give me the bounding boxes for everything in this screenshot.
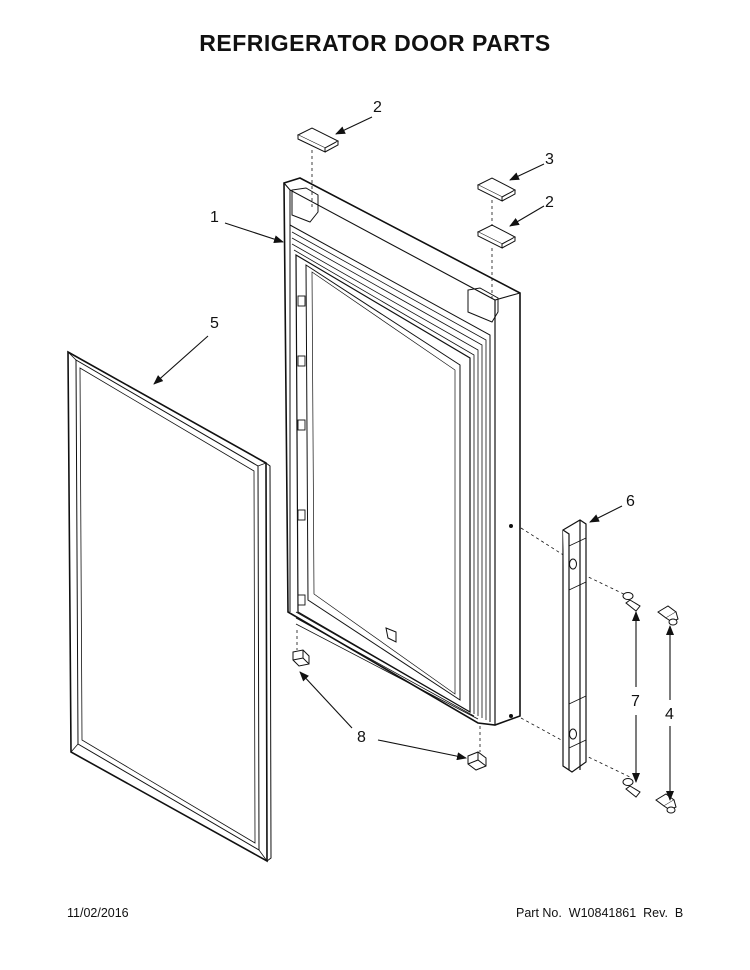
callout-3: 3 bbox=[545, 151, 554, 168]
arrow-2-left bbox=[335, 116, 373, 135]
arrow-3 bbox=[509, 163, 545, 181]
refrigerator-door-part bbox=[283, 177, 521, 726]
door-foot-right bbox=[467, 751, 487, 771]
arrow-5 bbox=[153, 335, 209, 385]
screw-part-4-upper bbox=[657, 605, 679, 626]
callout-5: 5 bbox=[210, 315, 219, 332]
screw-part-7-lower bbox=[622, 778, 641, 798]
screw-part-4-lower bbox=[655, 793, 677, 814]
assembly-guide-lines bbox=[296, 150, 633, 779]
callout-8: 8 bbox=[357, 729, 366, 746]
door-foot-left bbox=[292, 649, 310, 667]
arrow-2-right bbox=[509, 205, 545, 227]
callout-1: 1 bbox=[210, 209, 219, 226]
door-handle-part bbox=[562, 519, 587, 773]
hinge-cover-3 bbox=[476, 177, 517, 202]
arrow-1 bbox=[224, 222, 284, 243]
callout-2-right: 2 bbox=[545, 194, 554, 211]
arrow-8-right bbox=[377, 739, 467, 761]
footer-part-number: Part No. W10841861 Rev. B bbox=[516, 906, 684, 920]
hinge-cover-top-left bbox=[296, 127, 340, 153]
callout-6: 6 bbox=[626, 493, 635, 510]
page-title: REFRIGERATOR DOOR PARTS bbox=[199, 30, 551, 56]
callout-4: 4 bbox=[665, 706, 674, 723]
footer-date: 11/02/2016 bbox=[67, 906, 129, 920]
arrow-8-left bbox=[299, 671, 353, 729]
hinge-cover-top-right bbox=[476, 224, 517, 249]
callout-arrows bbox=[153, 116, 674, 801]
arrow-6 bbox=[589, 505, 623, 523]
callout-7: 7 bbox=[631, 693, 640, 710]
screw-part-7-upper bbox=[622, 592, 641, 612]
door-gasket-part bbox=[67, 350, 272, 863]
callout-2-left: 2 bbox=[373, 99, 382, 116]
